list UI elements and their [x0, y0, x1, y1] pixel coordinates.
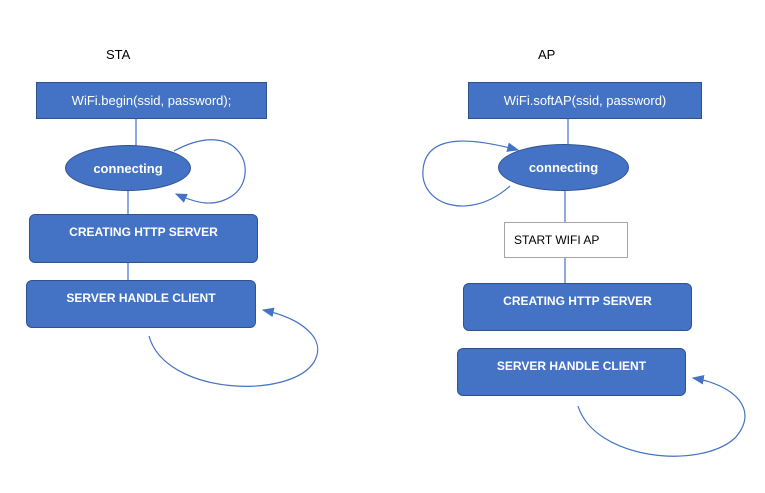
ap-start-wifi-box: START WIFI AP — [504, 222, 628, 258]
ap-softap-box: WiFi.softAP(ssid, password) — [468, 82, 702, 119]
ap-create-server-box: CREATING HTTP SERVER — [463, 283, 692, 331]
sta-handle-loop-arrow — [148, 307, 319, 387]
ap-handle-client-box: SERVER HANDLE CLIENT — [457, 348, 686, 396]
sta-connecting-node: connecting — [65, 145, 191, 191]
sta-create-server-box: CREATING HTTP SERVER — [29, 214, 258, 263]
sta-wifi-begin-box: WiFi.begin(ssid, password); — [36, 82, 267, 119]
sta-title: STA — [106, 47, 131, 62]
sta-handle-client-box: SERVER HANDLE CLIENT — [26, 280, 256, 328]
ap-connecting-loop-arrow — [422, 140, 520, 207]
sta-connecting-loop-arrow — [173, 139, 246, 204]
ap-handle-loop-arrow — [577, 375, 746, 457]
ap-connecting-node: connecting — [498, 144, 629, 191]
ap-title: AP — [538, 47, 556, 62]
